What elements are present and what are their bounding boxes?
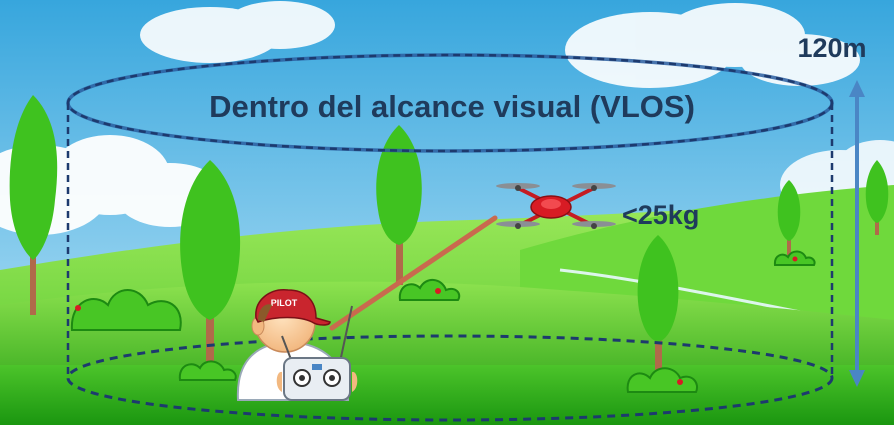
- bush-icon: [178, 360, 237, 381]
- bush-icon: [70, 289, 182, 331]
- line-of-sight: [329, 215, 498, 331]
- cloud-icon: [140, 1, 335, 63]
- tree-icon: [637, 235, 679, 385]
- remote-controller-icon: [276, 305, 358, 401]
- vlos-cylinder: [66, 53, 834, 422]
- vertical-arrow-icon: [849, 80, 865, 387]
- pilot-cap-text: PILOT: [271, 298, 298, 308]
- pilot-cap: [255, 289, 331, 326]
- foreground-grass: [0, 365, 894, 425]
- max-height-label: 120m: [797, 33, 866, 63]
- bush-icon: [773, 250, 816, 266]
- tree-icon: [9, 95, 58, 315]
- bush-icon: [626, 367, 698, 393]
- vlos-title: Dentro del alcance visual (VLOS): [209, 89, 695, 124]
- tree-icon: [777, 180, 801, 255]
- cloud-icon: [565, 3, 860, 88]
- tree-icon: [180, 160, 241, 375]
- tree-icon: [376, 125, 422, 285]
- drone-icon: [496, 183, 616, 229]
- tree-icon: [865, 160, 889, 235]
- max-weight-label: <25kg: [622, 200, 699, 230]
- cylinder-bottom-ellipse: [66, 334, 834, 422]
- bush-icon: [398, 279, 461, 301]
